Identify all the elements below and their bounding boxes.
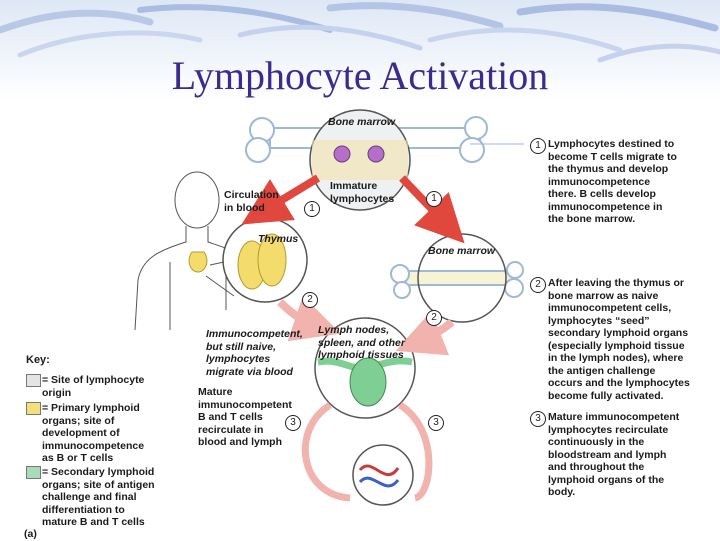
- step-1-number: 1: [530, 138, 546, 154]
- thymus-label: Thymus: [258, 233, 299, 245]
- step-2-text: After leaving the thymus or bone marrow …: [548, 277, 690, 402]
- diagram-step-2-left: 2: [302, 292, 318, 308]
- arrow-to-thymus: [241, 174, 321, 225]
- recirculation-loop-right: [397, 402, 433, 502]
- immature-lymphocytes-label: Immature lymphocytes: [330, 180, 395, 205]
- slide-title: Lymphocyte Activation: [171, 53, 549, 98]
- recirculation-loop-left: [301, 402, 351, 502]
- diagram-step-3-right: 3: [428, 415, 444, 431]
- step-3-number: 3: [530, 411, 546, 427]
- key-swatch-primary: [26, 402, 41, 415]
- bone-marrow-right-label: Bone marrow: [428, 245, 496, 257]
- diagram: Bone marrow Immature lymphocytes Circula…: [0, 100, 720, 540]
- panel-label: (a): [24, 528, 37, 540]
- immunocompetent-label: Immunocompetent, but still naive, lympho…: [206, 328, 303, 378]
- circulation-label: Circulation in blood: [224, 189, 279, 214]
- lymph-node-magnified-icon: [314, 317, 416, 419]
- bone-marrow-top-label: Bone marrow: [328, 116, 396, 128]
- bone-right-icon: [390, 233, 524, 323]
- key-item-origin: = Site of lymphocyte origin: [42, 374, 145, 399]
- swoosh-decoration: [0, 0, 720, 100]
- step-1-text: Lymphocytes destined to become T cells m…: [548, 138, 677, 225]
- key-swatch-secondary: [26, 466, 41, 479]
- thymus-magnified-icon: [222, 217, 308, 303]
- lymph-nodes-label: Lymph nodes, spleen, and other lymphoid …: [318, 324, 405, 361]
- diagram-step-3-left: 3: [285, 415, 301, 431]
- step-2-number: 2: [530, 277, 546, 293]
- key-item-primary: = Primary lymphoid organs; site of devel…: [42, 402, 145, 464]
- key-swatch-origin: [26, 374, 41, 387]
- diagram-art: [134, 109, 524, 506]
- blood-vessel-magnified-icon: [352, 444, 414, 506]
- arrow-thymus-to-lymph: [277, 295, 341, 342]
- key-item-secondary: = Secondary lymphoid organs; site of ant…: [42, 466, 155, 528]
- diagram-step-1-right: 1: [426, 191, 442, 207]
- diagram-step-1-left: 1: [304, 201, 320, 217]
- mature-cells-label: Mature immunocompetent B and T cells rec…: [198, 386, 292, 448]
- step-3-text: Mature immunocompetent lymphocytes recir…: [548, 411, 680, 498]
- header-band: [0, 0, 720, 100]
- bone-marrow-magnified-icon: [309, 109, 411, 211]
- arrow-to-bone-marrow: [399, 175, 465, 244]
- thymus-small-icon: [188, 251, 208, 273]
- arrow-marrow-to-lymph: [395, 310, 455, 356]
- diagram-step-2-right: 2: [426, 310, 442, 326]
- key-title: Key:: [26, 354, 50, 366]
